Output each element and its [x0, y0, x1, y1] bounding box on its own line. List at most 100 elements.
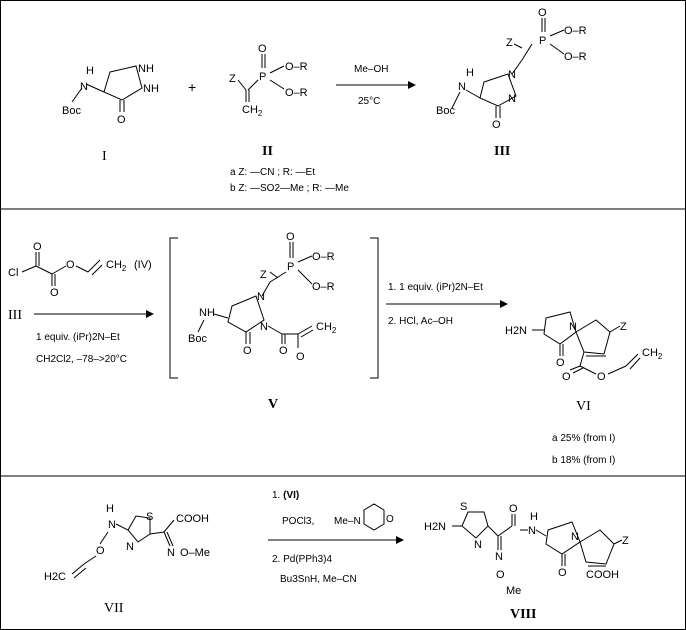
V-n1: N	[257, 291, 265, 303]
V-or1: O–R	[312, 251, 335, 263]
II-option-a: a Z: —CN ; R: —Et	[230, 167, 315, 178]
I-nh2: NH	[143, 83, 159, 95]
r4-pocl: POCl3,	[282, 516, 314, 527]
VIII-label: VIII	[510, 607, 536, 622]
III-h: H	[466, 67, 474, 79]
IV-o1: O	[33, 241, 42, 253]
III-o: O	[492, 119, 501, 131]
VIII-cooh: COOH	[586, 569, 619, 581]
VII-n: N	[108, 519, 116, 531]
I-n: N	[80, 81, 88, 93]
V-nh: NH	[199, 307, 215, 319]
II-o-top: O	[258, 43, 267, 55]
r4-step-3: Bu3SnH, Me–CN	[280, 574, 357, 585]
IV-cl: Cl	[8, 267, 18, 279]
VI-yield-b: b 18% (from I)	[552, 455, 615, 466]
III-o-top: O	[538, 7, 547, 19]
V-label: V	[268, 397, 278, 412]
I-o: O	[117, 114, 126, 126]
r4-step-2: 2. Pd(PPh3)4	[272, 554, 332, 565]
VIII-nh: N	[528, 525, 536, 537]
VIII-n1: N	[571, 531, 579, 543]
V-boc: Boc	[188, 333, 207, 345]
IV-ch: CH2	[106, 259, 127, 273]
I-nh1: NH	[138, 63, 154, 75]
VII-o: O	[96, 545, 105, 557]
VIII-me: Me	[506, 585, 521, 597]
VIII-h: H	[530, 511, 538, 523]
II-z: Z	[229, 73, 236, 85]
r4-morph-o: O	[386, 514, 394, 525]
r2-start: III	[8, 308, 22, 323]
II-or1: O–R	[285, 61, 308, 73]
II-label: II	[262, 144, 273, 159]
VI-ch: CH2	[642, 347, 663, 361]
III-nh: N	[458, 81, 466, 93]
VI-yield-a: a 25% (from I)	[552, 433, 615, 444]
compound-VIII: H2N S N O N O Me H N N Z O COOH VIII	[424, 501, 629, 622]
reaction-arrow-1: Me–OH 25°C	[336, 64, 416, 107]
IV-tag: (IV)	[134, 259, 152, 271]
r3-step-1: 1. 1 equiv. (iPr)2N–Et	[388, 282, 483, 293]
VIII-z: Z	[622, 535, 629, 547]
r3-step-2: 2. HCl, Ac–OH	[388, 316, 453, 327]
VI-o-a: O	[562, 371, 571, 383]
VII-h2c: H2C	[44, 571, 66, 583]
V-o-a: O	[279, 345, 288, 357]
VII-n-ox: N	[167, 547, 175, 559]
III-z: Z	[506, 37, 513, 49]
r4-step-1: 1. (VI)	[272, 490, 299, 501]
III-or1: O–R	[564, 25, 587, 37]
V-o-b: O	[296, 351, 305, 363]
reaction-arrow-4: 1. (VI) POCl3, Me–N O 2. Pd(PPh3)4 Bu3Sn…	[268, 490, 404, 585]
III-p: P	[539, 35, 546, 47]
VII-h: H	[106, 503, 114, 515]
V-o-ring: O	[243, 345, 252, 357]
I-label: I	[102, 149, 107, 164]
compound-III: O P O–R O–R Z N N H N O Boc III	[436, 7, 587, 159]
III-n1: N	[508, 69, 516, 81]
r1-reagent-bottom: 25°C	[358, 96, 380, 107]
VIII-n-ring: N	[474, 539, 482, 551]
I-h: H	[86, 65, 94, 77]
III-boc: Boc	[436, 105, 455, 117]
VIII-o-amide: O	[509, 503, 518, 515]
VIII-o-ring: O	[558, 567, 567, 579]
reaction-arrow-2: 1 equiv. (iPr)2N–Et CH2Cl2, –78–>20°C	[34, 310, 154, 365]
I-boc: Boc	[62, 105, 81, 117]
V-z: Z	[260, 269, 267, 281]
compound-II: O P O–R O–R Z CH2 II a Z: —CN ; R: —Et b…	[229, 43, 349, 194]
VIII-h2n: H2N	[424, 521, 446, 533]
VII-label: VII	[104, 601, 124, 616]
VI-o-ring: O	[556, 357, 565, 369]
III-or2: O–R	[564, 51, 587, 63]
VIII-s: S	[460, 501, 467, 513]
II-option-b: b Z: —SO2—Me ; R: —Me	[230, 183, 349, 194]
r4-morph-me: Me–N	[334, 516, 361, 527]
compound-VII: H N S N COOH N O–Me O H2C VII	[44, 503, 210, 616]
V-ch: CH2	[316, 321, 337, 335]
VI-z: Z	[620, 321, 627, 333]
III-label: III	[494, 144, 510, 159]
reaction-arrow-3: 1. 1 equiv. (iPr)2N–Et 2. HCl, Ac–OH	[386, 282, 508, 327]
VIII-n-ox: N	[495, 551, 503, 563]
VIII-o-ox: O	[496, 569, 505, 581]
V-p: P	[287, 261, 294, 273]
VI-h2n: H2N	[505, 325, 527, 337]
VII-cooh: COOH	[176, 513, 209, 525]
V-or2: O–R	[312, 281, 335, 293]
plus-sign: +	[188, 79, 196, 95]
r2-reagent-2: CH2Cl2, –78–>20°C	[36, 354, 127, 365]
III-n2: N	[508, 93, 516, 105]
VI-label: VI	[576, 399, 591, 414]
V-o-top: O	[286, 231, 295, 243]
VII-o-me: O–Me	[180, 547, 210, 559]
VI-o-b: O	[597, 371, 606, 383]
brackets-V	[169, 237, 379, 379]
compound-V: O P O–R O–R Z N N NH Boc O O O CH2 V	[188, 231, 337, 412]
VII-n-ring: N	[126, 541, 134, 553]
V-n2: N	[260, 321, 268, 333]
